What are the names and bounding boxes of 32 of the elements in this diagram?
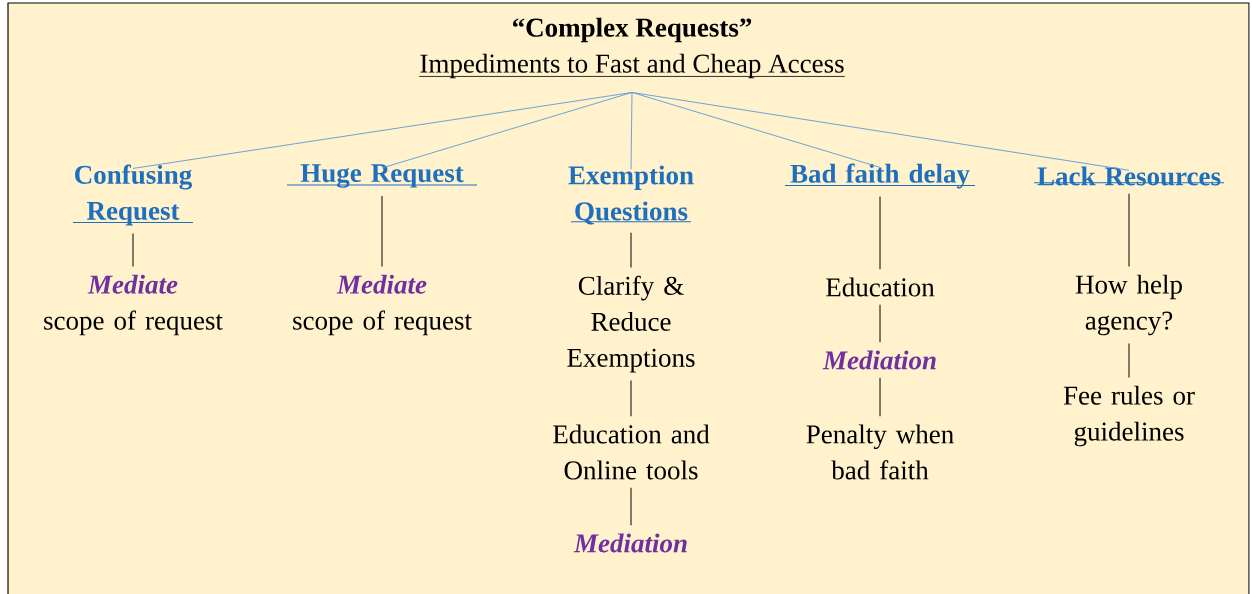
connector-line xyxy=(631,92,1130,171)
connector-line xyxy=(1128,343,1130,378)
heading-link: Lack Resources xyxy=(1033,166,1225,186)
title: “Complex Requests” xyxy=(512,17,752,43)
connector-line xyxy=(879,377,881,417)
heading-link: Huge Request xyxy=(286,164,478,188)
connector-line xyxy=(879,196,881,270)
step-text: How help agency? xyxy=(1075,274,1182,336)
connector-line xyxy=(381,195,383,268)
step-text: Fee rules or guidelines xyxy=(1063,385,1195,447)
heading-link: Confusing Request xyxy=(72,164,194,226)
connector-line xyxy=(132,233,134,268)
step-text: Mediation xyxy=(573,533,687,553)
connector-line xyxy=(630,232,632,268)
step-text: Mediate scope of request xyxy=(44,274,223,336)
step-text: Mediate scope of request xyxy=(293,274,472,336)
heading-link: Exemption Questions xyxy=(568,165,694,225)
connector-line xyxy=(630,92,633,170)
connector-line xyxy=(132,92,633,169)
step-text: Education xyxy=(826,277,935,297)
step-text: Clarify & Reduce Exemptions xyxy=(567,275,695,373)
step-text: Education and Online tools xyxy=(553,424,710,480)
connector-line xyxy=(630,380,632,417)
connector-line xyxy=(1128,193,1130,267)
heading-link: Bad faith delay xyxy=(784,163,976,189)
step-text: Penalty when bad faith xyxy=(806,424,954,480)
subtitle: Impediments to Fast and Cheap Access xyxy=(418,53,846,79)
connector-line xyxy=(631,92,881,168)
connector-line xyxy=(381,92,633,169)
connector-line xyxy=(630,487,632,526)
step-text: Mediation xyxy=(822,350,936,370)
connector-line xyxy=(879,304,881,343)
